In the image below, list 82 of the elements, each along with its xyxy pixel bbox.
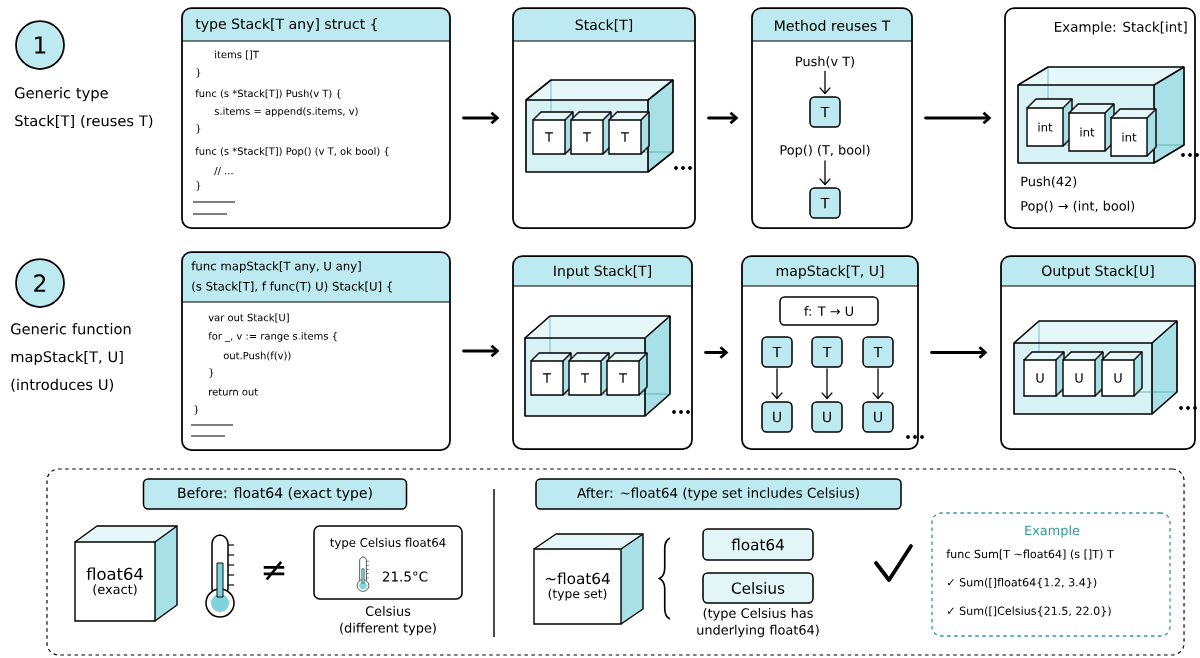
arrow (462, 111, 500, 125)
panel (181, 251, 451, 451)
code-line: s.items = append(s.items, v) (214, 107, 358, 117)
code-line: var out Stack[U] (208, 313, 289, 323)
code-line: } (196, 68, 201, 78)
code-line: } (194, 405, 199, 415)
node-label: (type Celsius has underlying float64) (697, 608, 819, 638)
panel-header: Output Stack[U] (1000, 256, 1196, 287)
node-label: Generic function mapStack[T, U] (introduces U) (11, 323, 131, 392)
code-line: func Sum[T ~float64] (s []T) T (946, 549, 1114, 560)
cube: U (1023, 351, 1065, 397)
cube: T (570, 111, 612, 155)
cube: T (608, 111, 650, 155)
method-call: Pop() → (int, bool) (1021, 200, 1135, 214)
type-box: T (811, 336, 843, 368)
signature-label: Pop() (T, bool) (780, 144, 870, 158)
type-card (313, 525, 463, 600)
type-box: U (862, 401, 894, 433)
code-line: } (196, 124, 201, 134)
cube: U (1062, 351, 1104, 397)
type-box: T (761, 336, 793, 368)
panel-header: Stack[T] (512, 8, 696, 42)
code-line: return out (209, 388, 258, 396)
arrow (821, 368, 833, 400)
type-box: Celsius (702, 572, 814, 604)
code-line: items []T (215, 50, 259, 60)
code-line: } (196, 181, 201, 191)
type-box: T (809, 187, 841, 219)
banner: After: ~float64 (type set includes Celsius) (535, 478, 902, 510)
type-box: U (761, 401, 793, 433)
card-title: type Celsius float64 (330, 537, 446, 550)
arrow (707, 111, 739, 125)
cube: T (606, 352, 648, 396)
type-box: float64 (702, 528, 814, 561)
panel-header: Method reuses T (751, 8, 913, 42)
panel-header: mapStack[T, U] (741, 256, 919, 287)
cube: float64 (exact) (74, 525, 178, 622)
code-line: out.Push(f(v)) (223, 351, 291, 361)
cube: T (568, 352, 610, 396)
function-box: f: T → U (779, 296, 879, 326)
example-title: Example (1025, 525, 1080, 538)
method-call: Push(42) (1021, 176, 1077, 188)
node-label: Generic type Stack[T] (reuses T) (15, 87, 153, 128)
code-line: // ... (214, 166, 233, 176)
type-box: T (862, 336, 894, 368)
example-box (931, 512, 1171, 637)
cube: int (1026, 98, 1073, 147)
code-line: ✓ Sum([]Celsius{21.5, 22.0}) (947, 606, 1111, 617)
panel (751, 7, 913, 229)
node-label: Celsius (different type) (340, 606, 436, 636)
code-heading: type Stack[T any] struct { (195, 18, 377, 32)
panel-header: Input Stack[T] (512, 256, 693, 287)
signature-label: Push(v T) (796, 56, 854, 68)
code-line: func (s *Stack[T]) Pop() (v T, ok bool) { (195, 147, 389, 157)
arrow (462, 344, 500, 358)
code-heading: (s Stack[T], f func(T) U) Stack[U] { (192, 281, 392, 293)
code-line: func (s *Stack[T]) Push(v T) { (195, 89, 341, 99)
cube: int (1110, 108, 1157, 157)
cube: ~float64 (type set) (533, 533, 644, 625)
not-equal-sign: ≠ (263, 561, 285, 581)
cube: T (530, 352, 572, 396)
temperature-value: 21.5°C (382, 571, 428, 582)
arrow (872, 368, 884, 400)
panel-title: Example: Stack[int] (1055, 21, 1187, 35)
cube: T (532, 111, 574, 155)
arrow (704, 346, 729, 359)
dashed-frame (46, 468, 1185, 656)
arrow (819, 160, 831, 186)
cube: int (1068, 103, 1115, 152)
arrow (930, 346, 988, 359)
panel (181, 7, 451, 229)
code-line: for _, v := range s.items { (208, 332, 337, 342)
arrow (819, 70, 831, 95)
cube: U (1101, 351, 1143, 397)
code-line: } (209, 368, 214, 378)
type-box: U (811, 401, 843, 433)
banner: Before: float64 (exact type) (142, 478, 408, 510)
arrow (771, 368, 783, 400)
code-line: ✓ Sum([]float64{1.2, 3.4}) (947, 577, 1097, 589)
code-heading: func mapStack[T any, U any] (191, 261, 361, 273)
type-box: T (809, 96, 841, 128)
arrow (924, 111, 992, 125)
